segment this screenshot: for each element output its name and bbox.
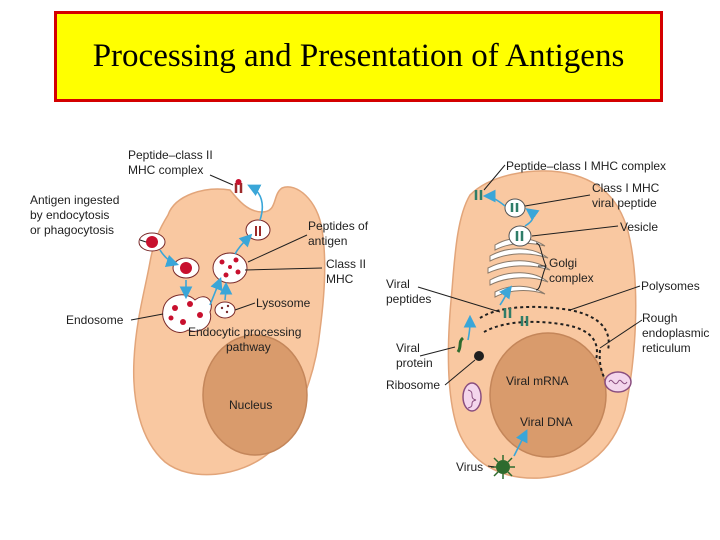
endocytic-arrows [159, 184, 264, 306]
label-viral-peptides-2: peptides [386, 292, 431, 306]
surface-class2-complex [234, 183, 243, 193]
label-antigen-ingested-2: by endocytosis [30, 208, 109, 222]
label-antigen-ingested: Antigen ingested [30, 193, 119, 207]
title-banner: Processing and Presentation of Antigens [54, 11, 663, 102]
right-leader-lines [417, 164, 643, 468]
class2-mhc-molecule [255, 226, 261, 236]
label-peptide-class1: Peptide–class I MHC complex [506, 159, 666, 173]
right-cell: Viral mRNA Viral DNA [386, 159, 709, 479]
class1-mhc-vesicles [474, 190, 532, 326]
label-antigen-ingested-3: or phagocytosis [30, 223, 114, 237]
lysosome [214, 301, 236, 319]
viral-protein [456, 336, 465, 353]
label-endosome: Endosome [66, 313, 124, 327]
label-rough-er-3: reticulum [642, 341, 691, 355]
ribosome [474, 351, 484, 361]
antigen-particle [180, 262, 192, 274]
label-virus: Virus [456, 460, 483, 474]
peptide-fragments [219, 257, 241, 278]
label-endocytic-2: pathway [226, 340, 271, 354]
label-polysomes: Polysomes [641, 279, 700, 293]
class1-pathway-arrows [463, 189, 540, 341]
label-lysosome: Lysosome [256, 296, 311, 310]
label-rough-er: Rough [642, 311, 677, 325]
label-peptides-of-antigen: Peptides of [308, 219, 369, 233]
label-peptide-class2: Peptide–class II [128, 148, 213, 162]
endosome-particles [168, 301, 203, 325]
left-nucleus [202, 334, 308, 456]
label-viral-protein: Viral [396, 341, 420, 355]
label-ribosome: Ribosome [386, 378, 440, 392]
label-peptide-class2-2: MHC complex [128, 163, 203, 177]
label-golgi: Golgi [549, 256, 577, 270]
page-title: Processing and Presentation of Antigens [92, 38, 625, 74]
label-peptides-of-antigen-2: antigen [308, 234, 347, 248]
left-nucleus-label: Nucleus [229, 398, 272, 412]
label-viral-mrna: Viral mRNA [506, 374, 568, 388]
label-vesicle: Vesicle [620, 220, 658, 234]
label-endocytic: Endocytic processing [188, 325, 301, 339]
label-viral-protein-2: protein [396, 356, 433, 370]
label-rough-er-2: endoplasmic [642, 326, 709, 340]
left-leader-lines [130, 174, 323, 321]
label-class1-mhc-2: viral peptide [592, 196, 657, 210]
label-class1-mhc: Class I MHC [592, 181, 660, 195]
right-nucleus [489, 332, 607, 458]
antigen-particle [146, 236, 158, 248]
surface-peptide [235, 179, 242, 185]
golgi-bracket [535, 242, 547, 291]
left-cell: Nucleus [30, 148, 369, 476]
lysosome-enzymes [220, 304, 230, 314]
label-class2-mhc: Class II [326, 257, 366, 271]
label-class2-mhc-2: MHC [326, 272, 354, 286]
label-viral-peptides: Viral [386, 277, 410, 291]
virus-entry-arrow [513, 429, 528, 457]
label-viral-dna: Viral DNA [520, 415, 572, 429]
golgi-complex [487, 237, 551, 298]
virus [491, 455, 515, 479]
label-golgi-2: complex [549, 271, 594, 285]
